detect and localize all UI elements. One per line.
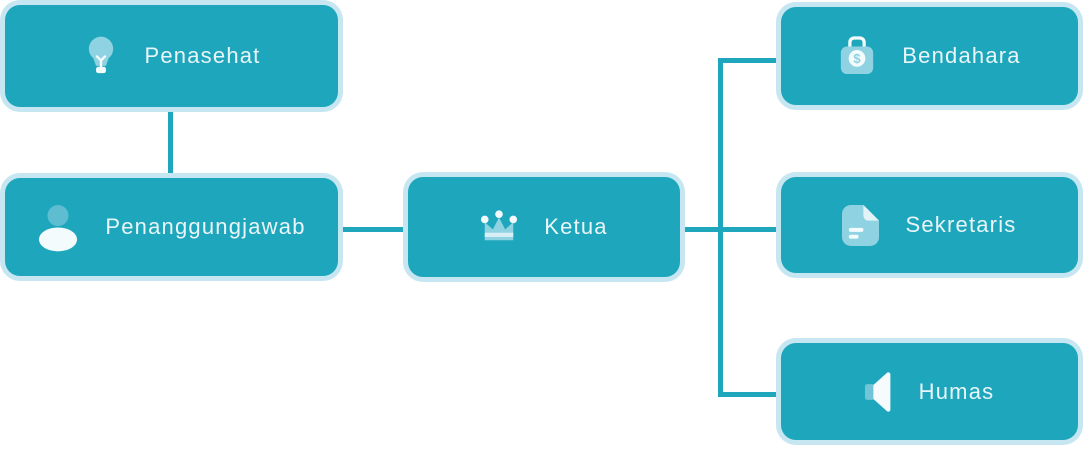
org-node-bendahara: $ Bendahara	[776, 2, 1083, 110]
connector-penasehat-penanggungjawab	[168, 110, 173, 176]
document-icon	[842, 204, 880, 246]
org-node-humas: Humas	[776, 338, 1083, 445]
node-label-humas: Humas	[918, 378, 995, 404]
node-label-penanggungjawab: Penanggungjawab	[105, 214, 306, 239]
org-node-sekretaris: Sekretaris	[776, 172, 1083, 278]
crown-icon	[480, 209, 518, 245]
lightbulb-icon	[83, 34, 119, 78]
node-label-penasehat: Penasehat	[144, 43, 261, 68]
person-icon	[37, 202, 79, 252]
speaker-icon	[864, 371, 893, 413]
node-label-sekretaris: Sekretaris	[905, 212, 1017, 237]
node-label-ketua: Ketua	[544, 214, 608, 239]
connector-penanggungjawab-ketua	[338, 227, 408, 232]
money-case-icon: $	[838, 36, 876, 76]
svg-text:$: $	[854, 51, 862, 66]
connector-trunk-bendahara	[718, 58, 780, 63]
org-node-penanggungjawab: Penanggungjawab	[0, 173, 343, 281]
org-node-penasehat: Penasehat	[0, 0, 343, 112]
connector-trunk-vertical	[718, 58, 723, 397]
connector-trunk-humas	[718, 392, 780, 397]
org-node-ketua: Ketua	[403, 172, 685, 282]
node-label-bendahara: Bendahara	[902, 43, 1021, 68]
connector-ketua-sekretaris	[681, 227, 780, 232]
